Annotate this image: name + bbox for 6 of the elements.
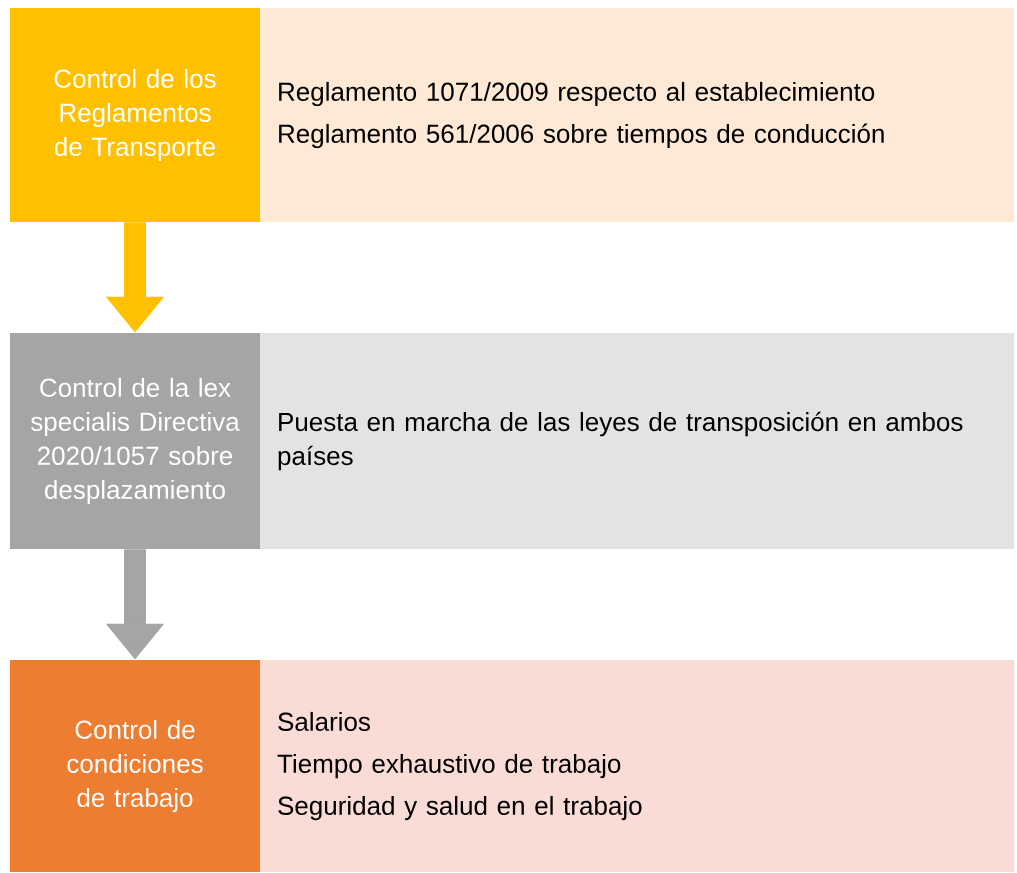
category-box: Control de condiciones de trabajo xyxy=(10,660,260,872)
category-box: Control de la lex specialis Directiva 2020/1057 sobre desplazamiento xyxy=(10,333,260,549)
category-box: Control de los Reglamentos de Transporte xyxy=(10,8,260,222)
description-box: Reglamento 1071/2009 respecto al establecimiento Reglamento 561/2006 sobre tiempos de conducción xyxy=(260,8,1014,222)
description-box: Puesta en marcha de las leyes de transposición en ambos países xyxy=(260,333,1014,549)
description-box: Salarios Tiempo exhaustivo de trabajo Seguridad y salud en el trabajo xyxy=(260,660,1014,872)
